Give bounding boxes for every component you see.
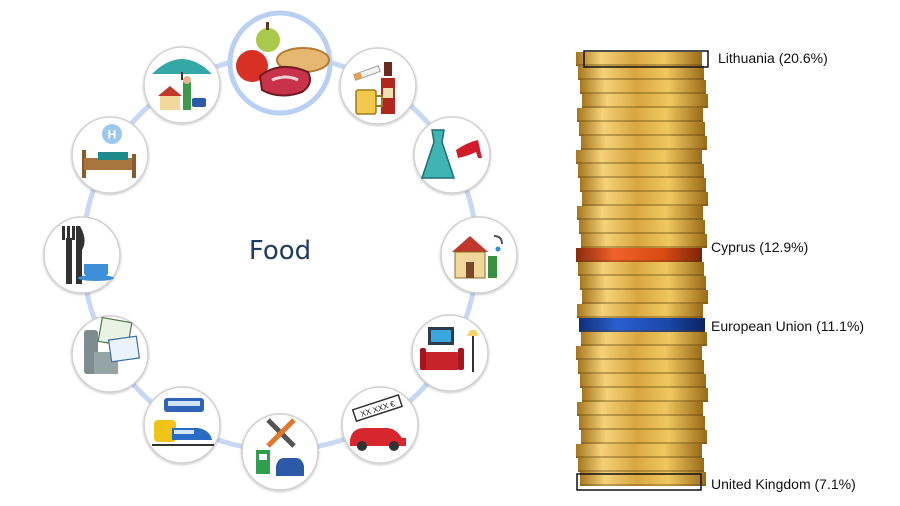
coin-stack (576, 50, 709, 491)
coin-layer (578, 262, 704, 276)
coin-edge (580, 288, 706, 290)
coin-edge (577, 218, 703, 220)
coin-layer (579, 122, 705, 136)
label-lithuania: Lithuania (20.6%) (718, 50, 828, 66)
svg-text:H: H (108, 128, 117, 142)
coin-edge (577, 414, 703, 416)
coin-layer (577, 206, 703, 220)
category-communication-button[interactable] (71, 315, 149, 393)
category-fuel-repair-button[interactable] (241, 413, 319, 491)
coin-edge (580, 92, 706, 94)
coin-edge (582, 106, 708, 108)
umbrella-house-icon (152, 59, 212, 110)
coin-edge (578, 176, 704, 178)
coin-layer (580, 472, 706, 486)
coin-layer (576, 444, 702, 458)
coin-layer (580, 80, 706, 94)
category-insurance-button[interactable] (143, 46, 221, 124)
category-transport-services-button[interactable] (143, 386, 221, 464)
bus-train-icon (152, 398, 214, 446)
coin-edge (581, 246, 707, 248)
coin-layer-cyprus (576, 248, 702, 262)
coin-edge (578, 470, 704, 472)
coin-layer (576, 346, 702, 360)
coin-layer (578, 458, 704, 472)
category-furnishings-button[interactable] (411, 314, 489, 392)
label-european-union: European Union (11.1%) (711, 318, 865, 334)
label-united-kingdom: United Kingdom (7.1%) (711, 476, 856, 492)
coin-edge (579, 134, 705, 136)
coin-layer (576, 52, 702, 66)
selected-category-title: Food (248, 236, 312, 266)
furnishings-icon (420, 327, 479, 372)
coin-layer (578, 164, 704, 178)
coin-edge (576, 162, 702, 164)
coin-layer (579, 416, 705, 430)
coin-edge (582, 400, 708, 402)
coin-edge (576, 456, 702, 458)
coin-edge (576, 260, 702, 262)
coin-edge (576, 358, 702, 360)
coin-edge (578, 78, 704, 80)
coin-edge (580, 190, 706, 192)
coin-layer (582, 388, 708, 402)
coin-edge (579, 428, 705, 430)
coin-layer (578, 66, 704, 80)
phone-mail-icon (84, 316, 141, 374)
lithuania-marker (583, 50, 709, 68)
coin-edge (580, 484, 706, 486)
coin-layer (580, 374, 706, 388)
food-icon (236, 22, 330, 97)
category-alcohol-tobacco-button[interactable] (339, 47, 417, 125)
coin-layer (581, 136, 707, 150)
clothing-icon (420, 129, 482, 179)
category-transport-purchase-button[interactable]: XX XXX € (341, 386, 419, 464)
coin-edge (578, 372, 704, 374)
coin-edge (577, 120, 703, 122)
coin-layer-european-union (579, 318, 705, 332)
category-housing-button[interactable] (440, 216, 518, 294)
coin-edge (581, 442, 707, 444)
coin-layer (578, 360, 704, 374)
fuel-repair-icon (256, 418, 304, 476)
coin-layer (582, 192, 708, 206)
category-clothing-button[interactable] (413, 116, 491, 194)
coin-edge (576, 64, 702, 66)
alcohol-tobacco-icon (353, 62, 395, 115)
hotel-bed-icon: H (82, 124, 136, 178)
cutlery-cup-icon (62, 226, 114, 284)
coin-layer (582, 94, 708, 108)
coin-edge (582, 302, 708, 304)
coin-layer (580, 178, 706, 192)
coin-edge (579, 330, 705, 332)
label-cyprus: Cyprus (12.9%) (711, 239, 809, 255)
coin-layer (580, 276, 706, 290)
category-wheel: XX XXX € (43, 10, 518, 491)
coin-edge (577, 316, 703, 318)
coin-edge (580, 386, 706, 388)
coin-layers (576, 52, 708, 486)
coin-layer (579, 220, 705, 234)
coin-layer (576, 150, 702, 164)
coin-layer (577, 402, 703, 416)
coin-layer (577, 108, 703, 122)
coin-layer (582, 290, 708, 304)
category-hotels-button[interactable]: H (71, 116, 149, 194)
coin-edge (578, 274, 704, 276)
coin-edge (579, 232, 705, 234)
united-kingdom-marker (576, 473, 702, 491)
category-restaurants-button[interactable] (43, 216, 121, 294)
car-price-tag-icon: XX XXX € (350, 394, 406, 451)
housing-icon (452, 235, 503, 279)
coin-edge (582, 204, 708, 206)
coin-edge (581, 148, 707, 150)
coin-layer (581, 234, 707, 248)
category-food-button[interactable] (227, 10, 333, 116)
coin-layer (577, 304, 703, 318)
coin-edge (581, 344, 707, 346)
coin-layer (581, 332, 707, 346)
coin-layer (581, 430, 707, 444)
